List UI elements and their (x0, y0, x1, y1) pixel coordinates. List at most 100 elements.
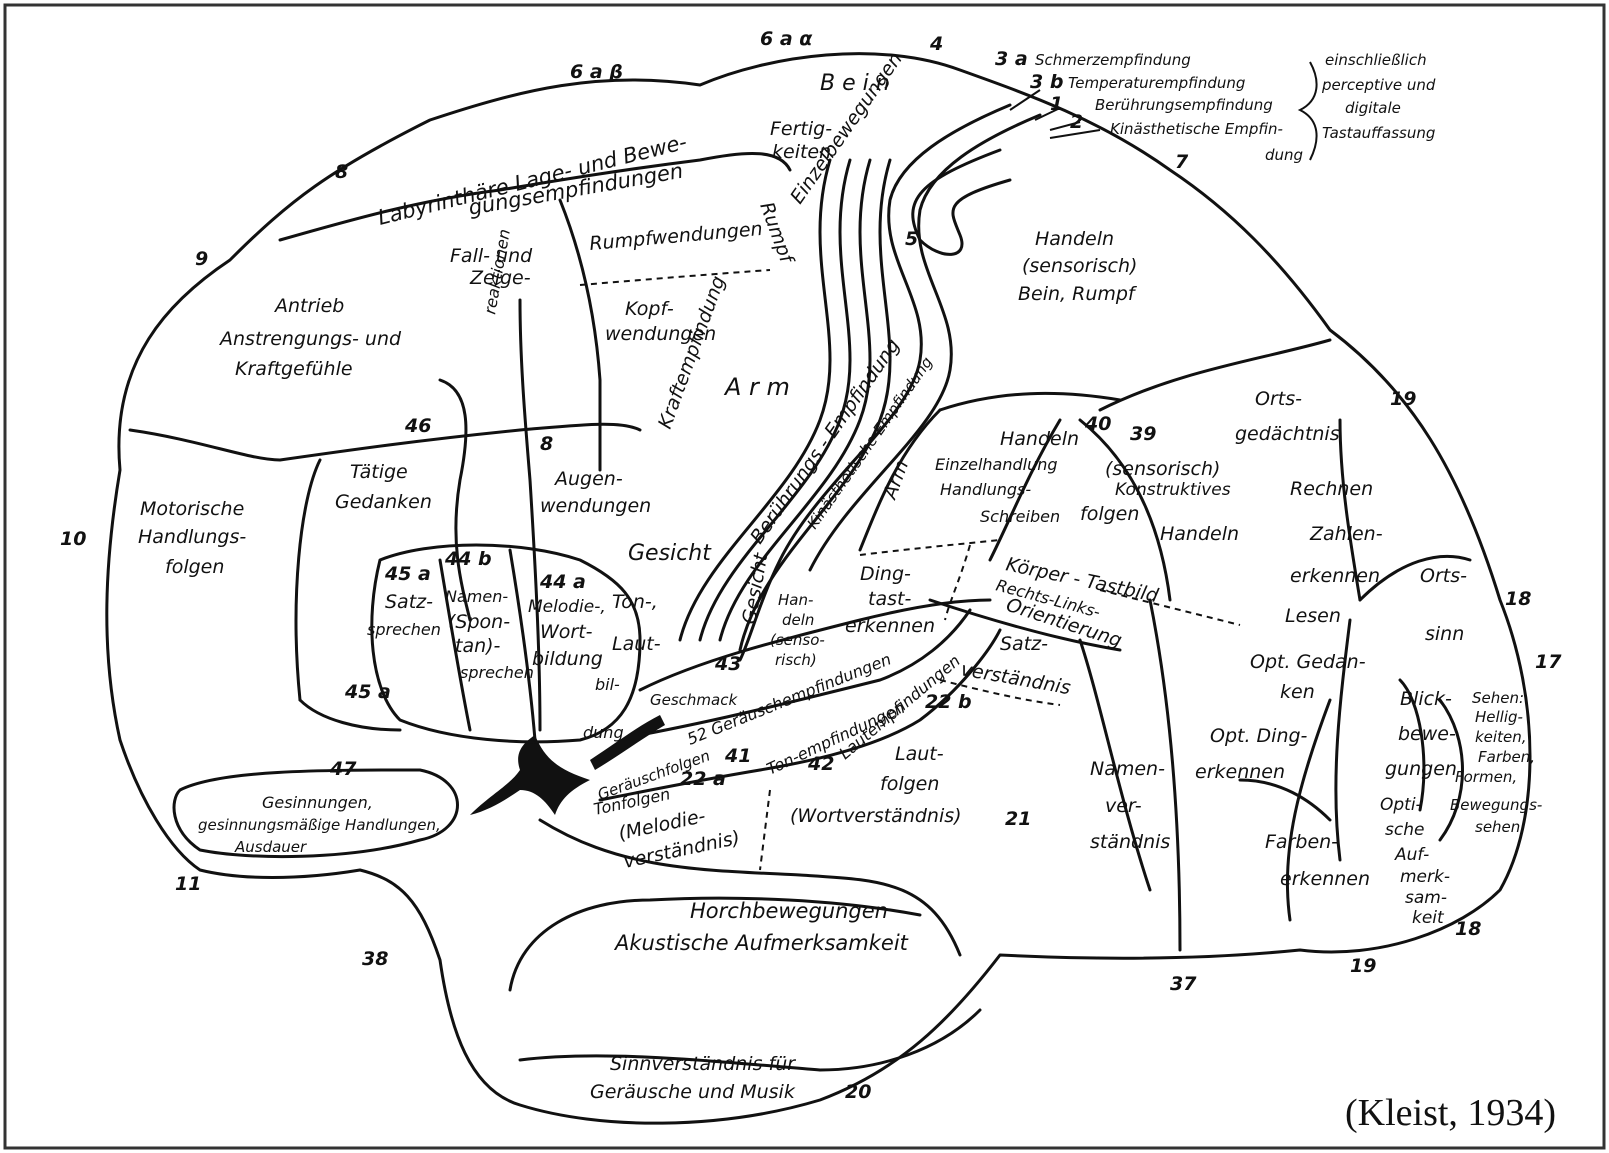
region-label: Auf- (1394, 845, 1429, 865)
legend-text: Tastauffassung (1322, 124, 1435, 142)
region-label: B e i n (820, 71, 890, 96)
area-label: 3 a (995, 48, 1028, 70)
region-label: (sensorisch) (1105, 458, 1220, 480)
region-label: Handeln (1160, 523, 1239, 545)
region-label: keiten (772, 141, 831, 163)
area-label: 40 (1084, 413, 1111, 435)
legend-text: digitale (1345, 99, 1401, 117)
area-label: 11 (175, 873, 201, 895)
area-label: 46 (404, 415, 431, 437)
region-label: folgen (1080, 503, 1139, 525)
region-label: Gedanken (335, 491, 432, 513)
region-label: bewe- (1398, 723, 1456, 745)
area-label: 17 (1535, 651, 1562, 673)
area-numbers: 6 a β 6 a α 4 8 9 10 11 38 20 37 19 18 1… (60, 28, 1562, 1103)
region-label: Konstruktives (1115, 480, 1231, 500)
region-label: Farben- (1265, 831, 1338, 853)
region-label: bildung (532, 648, 603, 670)
region-label: Rechnen (1290, 478, 1373, 500)
area-label: 43 (714, 653, 741, 675)
area-label: 44 a (539, 571, 586, 593)
area-label: 6 a β (570, 61, 623, 83)
area-label: 42 (807, 753, 834, 775)
legend-text: Schmerzempfindung (1035, 51, 1191, 69)
region-label: Sinnverständnis für (610, 1053, 796, 1075)
region-label: erkennen (1280, 868, 1370, 890)
area-label: 39 (1130, 423, 1156, 445)
region-label: ken (1280, 681, 1315, 703)
region-label: folgen (165, 556, 224, 578)
area-label: 45 a (344, 681, 391, 703)
area-label: 4 (929, 33, 943, 55)
region-label: Gesicht (628, 541, 712, 566)
region-label: Opt. Ding- (1210, 725, 1308, 747)
area-label: 6 a α (760, 28, 813, 50)
region-label: Opti- (1380, 795, 1422, 815)
region-label: tast- (868, 588, 911, 610)
region-label: Bewegungs- (1450, 796, 1542, 814)
region-label: sche (1385, 820, 1424, 840)
area-label: 19 (1390, 388, 1416, 410)
region-label: Ton-, (612, 591, 658, 613)
region-label: (Spon- (448, 611, 510, 633)
figure-frame (3, 3, 1606, 1150)
region-label: Sehen: (1472, 689, 1524, 707)
region-label: gungen (1385, 758, 1457, 780)
region-label: Opt. Gedan- (1250, 651, 1366, 673)
legend-text: dung (1265, 146, 1303, 164)
area-label: 7 (1175, 151, 1189, 173)
region-label: Augen- (553, 468, 623, 490)
region-label: Einzelhandlung (935, 455, 1058, 474)
region-label: deln (782, 611, 814, 629)
region-label: Melodie-, (528, 597, 606, 617)
region-label: Hellig- (1475, 708, 1523, 726)
region-label: Schreiben (980, 507, 1060, 526)
region-label: Akustische Aufmerksamkeit (613, 931, 909, 955)
area-label: 45 a (384, 563, 431, 585)
region-label: sprechen (367, 620, 441, 639)
region-label: Satz- (385, 591, 433, 613)
region-label: Ding- (860, 563, 911, 585)
area-label: 3 b (1030, 71, 1063, 93)
region-label: Handlungs- (138, 526, 246, 548)
legend-text: Berührungsempfindung (1095, 96, 1273, 114)
region-label: Tätige (350, 461, 408, 483)
region-label: Handeln (1000, 428, 1079, 450)
region-label: Laut- (895, 743, 944, 765)
area-label: 8 (335, 161, 348, 183)
region-label: risch) (775, 651, 817, 669)
citation: (Kleist, 1934) (1345, 1092, 1556, 1134)
area-label: 22 a (680, 768, 726, 790)
region-label: Farben, (1478, 748, 1535, 766)
somatosensory-legend: Schmerzempfindung Temperaturempfindung B… (1035, 51, 1436, 164)
region-label: keiten, (1475, 728, 1526, 746)
region-label: Zahlen- (1309, 523, 1383, 545)
area-label: 47 (329, 758, 357, 780)
region-label: Laut- (612, 633, 661, 655)
area-label: 44 b (444, 548, 492, 570)
region-label: Formen, (1455, 768, 1517, 786)
region-label: erkennen (1195, 761, 1285, 783)
region-label: Anstrengungs- und (218, 328, 402, 350)
region-label: Handeln (1035, 228, 1114, 250)
region-label: Namen- (1090, 758, 1165, 780)
region-label: sehen (1475, 818, 1520, 836)
area-label: 10 (60, 528, 86, 550)
region-label: sinn (1425, 623, 1464, 645)
region-label: ständnis (1090, 831, 1170, 853)
area-label: 41 (724, 745, 751, 767)
brain-outline (105, 52, 1532, 1125)
area-label: 2 (1070, 111, 1083, 133)
region-label: merk- (1400, 867, 1450, 887)
region-label: Orts- (1420, 565, 1467, 587)
region-label: Geräusche und Musik (590, 1081, 796, 1103)
region-label: folgen (880, 773, 939, 795)
region-label: sam- (1405, 888, 1447, 908)
region-label: (sensorisch) (1022, 255, 1137, 277)
region-label: sprechen (460, 663, 534, 682)
region-label: Satz- (1000, 633, 1048, 655)
area-label: 18 (1505, 588, 1531, 610)
region-label: (senso- (770, 631, 825, 649)
area-label: 19 (1350, 955, 1376, 977)
